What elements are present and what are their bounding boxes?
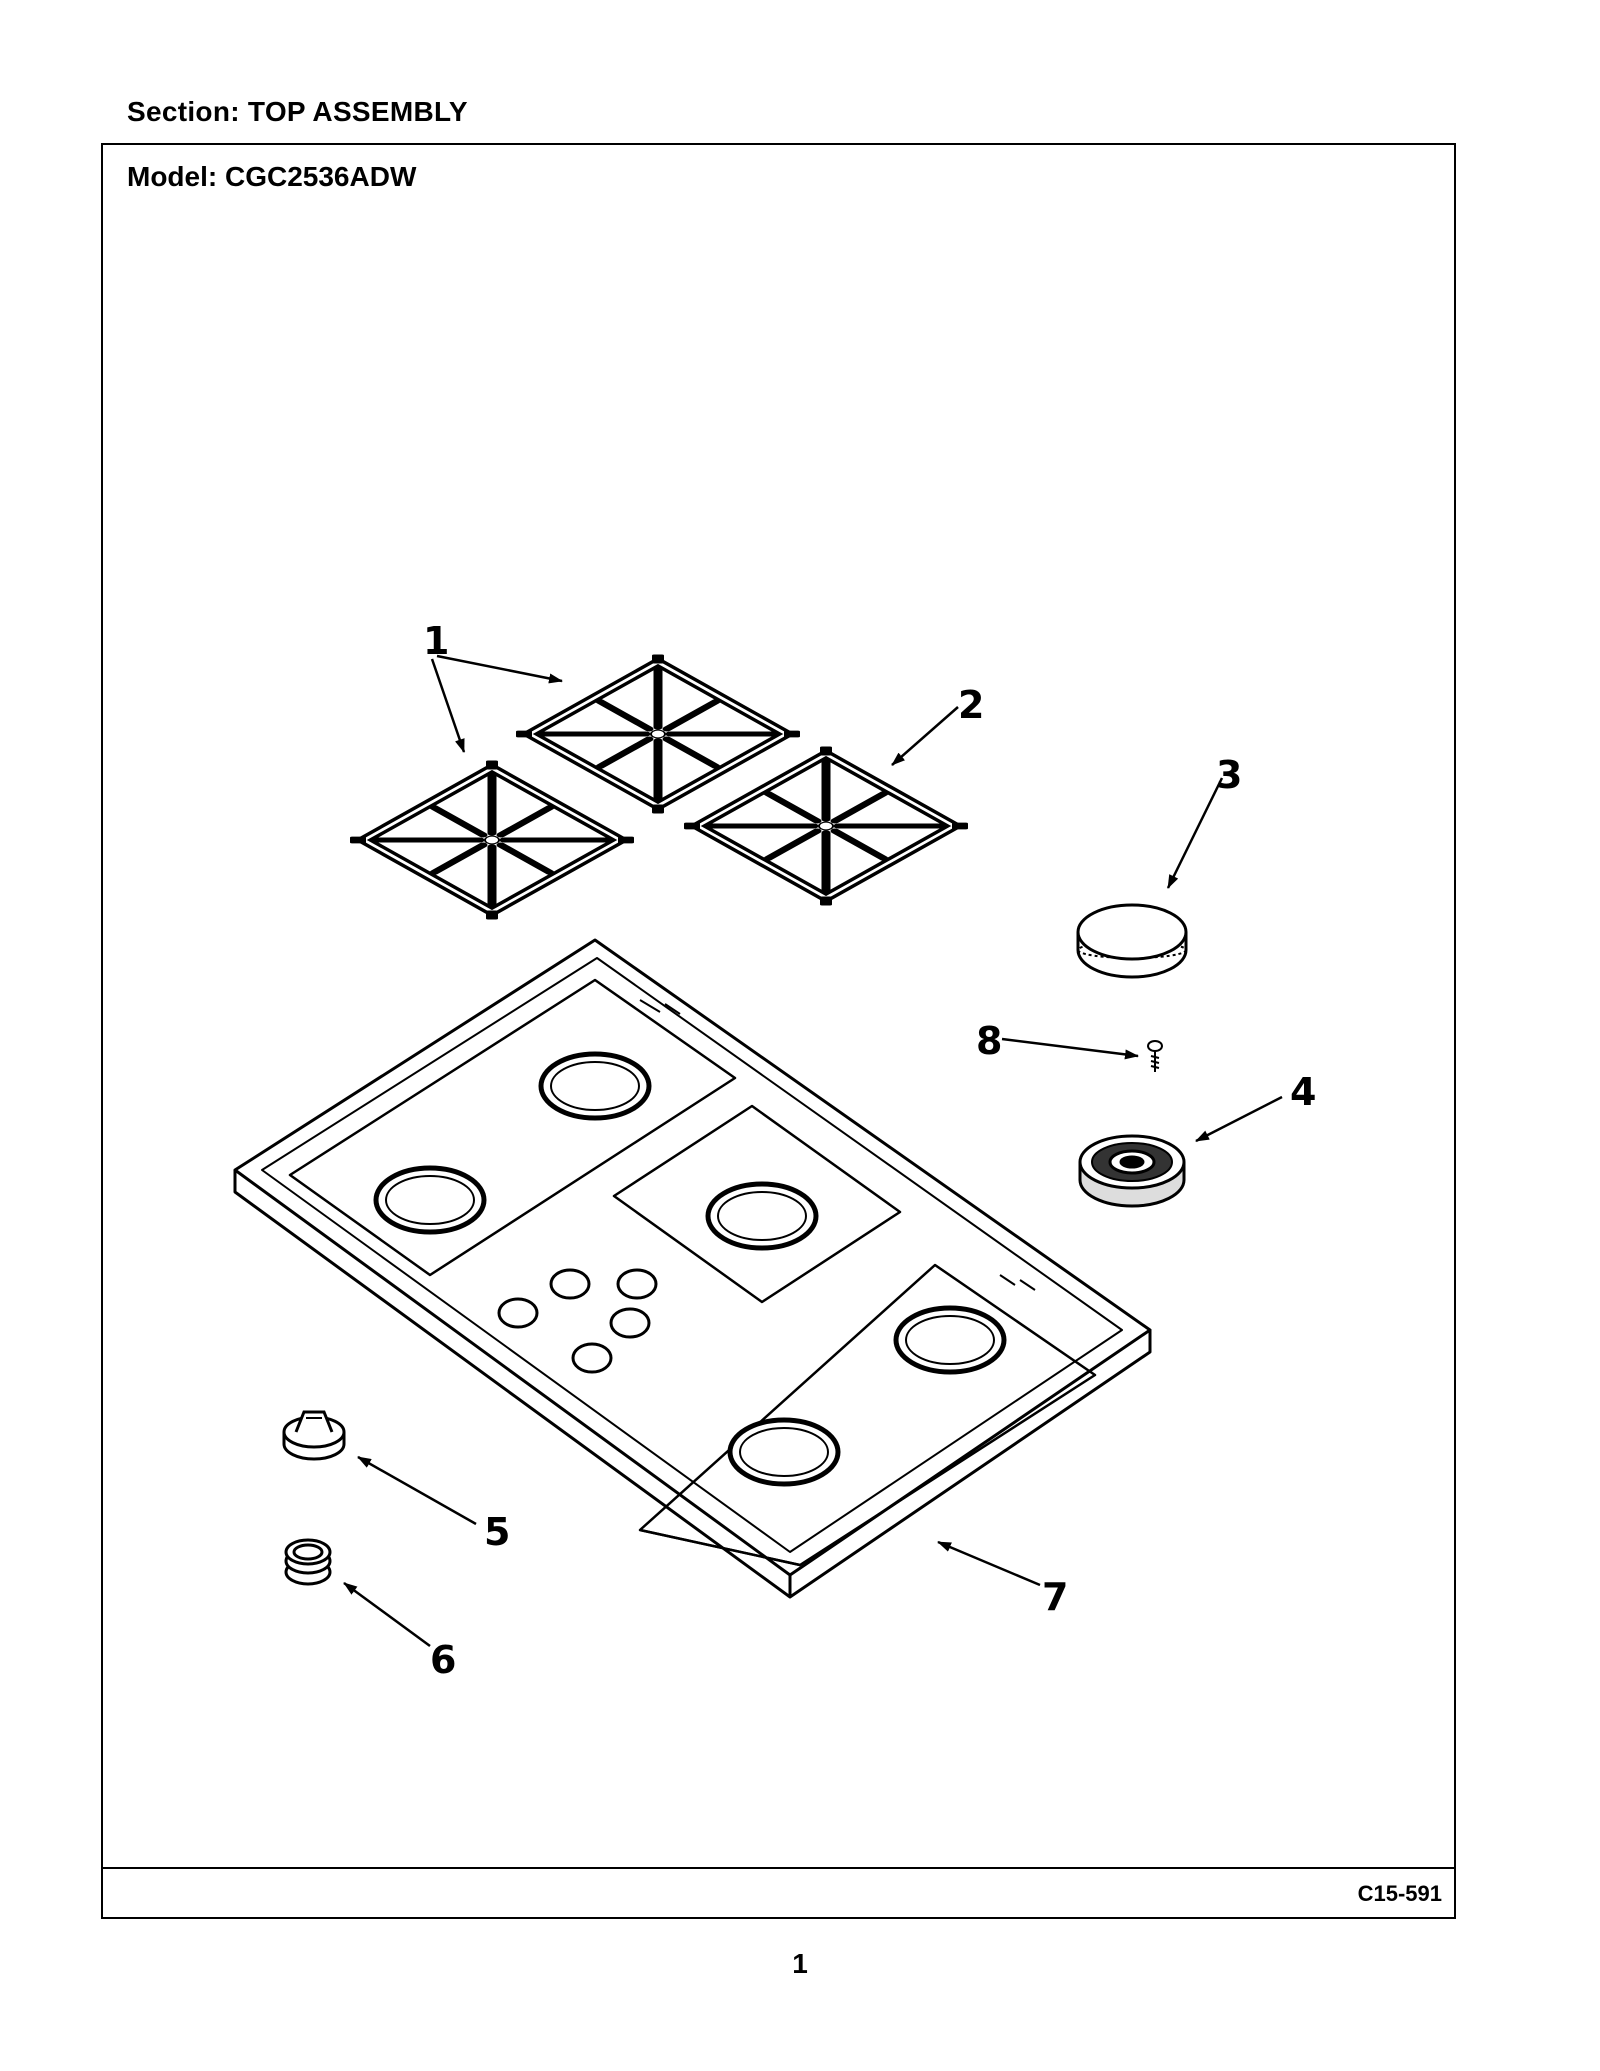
callout-3: 3 [1216,753,1242,797]
leader-arrows [343,654,1283,1648]
model-title: Model: CGC2536ADW [127,161,417,192]
callout-7: 7 [1042,1575,1068,1619]
section-title: Section: TOP ASSEMBLY [127,96,468,127]
callout-6: 6 [430,1638,456,1682]
callout-5: 5 [484,1510,510,1554]
burner-screw [1147,1040,1163,1072]
footer-divider [103,1867,1454,1869]
cooktop-main-top [233,938,1152,1599]
callout-4: 4 [1290,1070,1316,1114]
page-number: 1 [792,1948,808,1979]
diagram-frame: Model: CGC2536ADW C15-591 [101,143,1456,1919]
knob-holes [497,1268,658,1374]
burner-grate-left [350,760,634,919]
burner-head [1078,1134,1186,1208]
callout-2: 2 [958,683,984,727]
drawing-code: C15-591 [1357,1881,1442,1906]
burner-cap [1076,903,1188,979]
callout-8: 8 [976,1019,1002,1063]
knob-bezel-ring [284,1538,332,1586]
burner-openings [373,1051,1007,1487]
control-knob [282,1410,346,1461]
callout-1: 1 [423,619,449,663]
